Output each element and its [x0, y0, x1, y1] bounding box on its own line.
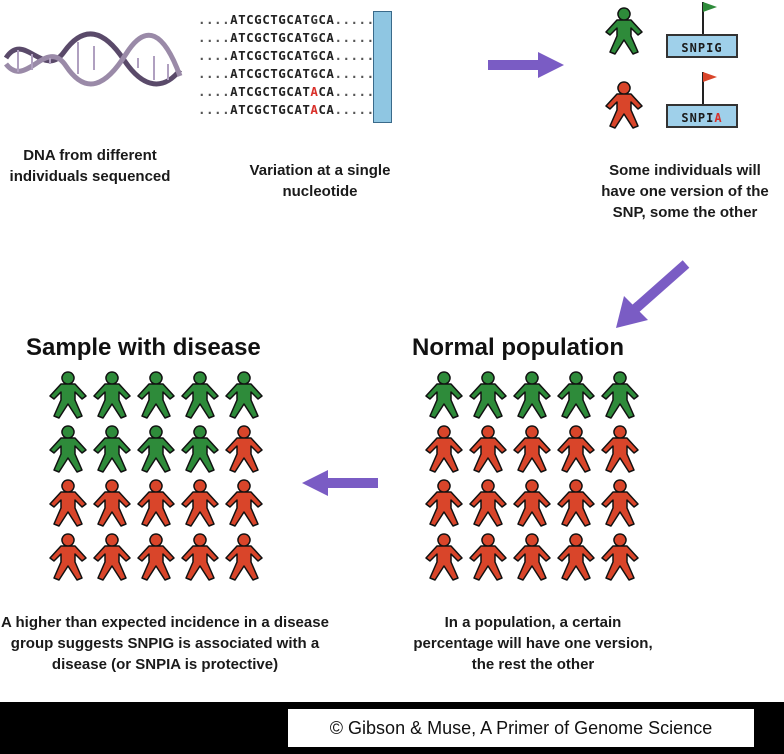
person-icon: [224, 478, 268, 532]
snp-label-a: SNPIA: [666, 104, 738, 128]
snp-base: A: [310, 84, 319, 99]
dna-helix-icon: [4, 31, 183, 87]
person-icon: [180, 532, 224, 586]
copyright-text: © Gibson & Muse, A Primer of Genome Scie…: [288, 709, 754, 747]
sequence-row: ....ATCGCTGCATGCA.....: [198, 30, 375, 46]
person-icon: [224, 424, 268, 478]
seq-prefix: ATCGCTGCAT: [230, 30, 311, 45]
person-icon: [512, 370, 556, 424]
caption-population-explain: In a population, a certain percentage wi…: [413, 614, 653, 673]
seq-prefix: ATCGCTGCAT: [230, 48, 311, 63]
person-icon: [512, 424, 556, 478]
person-icon: [136, 532, 180, 586]
normal-population-grid: [424, 370, 644, 586]
seq-dots: ....: [198, 48, 231, 63]
person-icon: [136, 478, 180, 532]
person-icon: [468, 478, 512, 532]
person-icon: [224, 370, 268, 424]
seq-suffix: CA: [318, 102, 335, 117]
person-icon: [604, 80, 644, 135]
sequence-row: ....ATCGCTGCATGCA.....: [198, 48, 375, 64]
snp-label-g: SNPIG: [666, 34, 738, 58]
seq-suffix: CA: [318, 66, 335, 81]
person-icon: [512, 478, 556, 532]
person-icon: [136, 424, 180, 478]
snp-highlight-column: [373, 11, 392, 123]
caption-dna: DNA from different individuals sequenced: [9, 147, 171, 185]
person-icon: [92, 532, 136, 586]
seq-suffix: CA: [318, 48, 335, 63]
person-icon: [556, 478, 600, 532]
arrow-icon: [488, 52, 564, 78]
seq-dots: ....: [198, 102, 231, 117]
seq-dots: .....: [334, 102, 375, 117]
snp-base: G: [310, 12, 319, 27]
flag-icon: [700, 70, 720, 104]
person-icon: [136, 370, 180, 424]
person-icon: [600, 424, 644, 478]
person-icon: [92, 478, 136, 532]
seq-prefix: ATCGCTGCAT: [230, 12, 311, 27]
person-icon: [180, 424, 224, 478]
snp-base: G: [310, 48, 319, 63]
seq-dots: ....: [198, 30, 231, 45]
sequence-row: ....ATCGCTGCATACA.....: [198, 84, 375, 100]
caption-snp-versions: Some individuals will have one version o…: [601, 162, 769, 221]
arrow-icon: [302, 470, 378, 496]
seq-prefix: ATCGCTGCAT: [230, 84, 311, 99]
seq-dots: .....: [334, 12, 375, 27]
person-icon: [600, 532, 644, 586]
person-icon: [92, 424, 136, 478]
seq-suffix: CA: [318, 30, 335, 45]
person-icon: [424, 532, 468, 586]
seq-dots: .....: [334, 48, 375, 63]
seq-prefix: ATCGCTGCAT: [230, 66, 311, 81]
seq-dots: .....: [334, 66, 375, 81]
seq-suffix: CA: [318, 84, 335, 99]
person-icon: [556, 370, 600, 424]
caption-variation: Variation at a single nucleotide: [249, 162, 391, 200]
heading-disease: Sample with disease: [26, 334, 261, 361]
seq-suffix: CA: [318, 12, 335, 27]
flag-icon: [700, 0, 720, 34]
person-icon: [556, 532, 600, 586]
seq-dots: ....: [198, 12, 231, 27]
person-icon: [600, 370, 644, 424]
seq-prefix: ATCGCTGCAT: [230, 102, 311, 117]
heading-normal: Normal population: [412, 334, 624, 361]
person-icon: [180, 370, 224, 424]
person-icon: [48, 478, 92, 532]
snp-base: A: [310, 102, 319, 117]
person-icon: [468, 532, 512, 586]
sequence-row: ....ATCGCTGCATGCA.....: [198, 66, 375, 82]
seq-dots: ....: [198, 84, 231, 99]
arrow-icon: [616, 260, 690, 328]
person-icon: [512, 532, 556, 586]
caption-disease-explain: A higher than expected incidence in a di…: [1, 614, 329, 673]
sequence-row: ....ATCGCTGCATACA.....: [198, 102, 375, 118]
person-icon: [92, 370, 136, 424]
person-icon: [224, 532, 268, 586]
seq-dots: .....: [334, 30, 375, 45]
snp-base: G: [310, 66, 319, 81]
snp-base: G: [310, 30, 319, 45]
seq-dots: .....: [334, 84, 375, 99]
person-icon: [468, 370, 512, 424]
person-icon: [424, 478, 468, 532]
person-icon: [48, 370, 92, 424]
sequence-row: ....ATCGCTGCATGCA.....: [198, 12, 375, 28]
person-icon: [48, 424, 92, 478]
person-icon: [48, 532, 92, 586]
person-icon: [180, 478, 224, 532]
person-icon: [600, 478, 644, 532]
person-icon: [468, 424, 512, 478]
person-icon: [604, 6, 644, 61]
person-icon: [424, 370, 468, 424]
disease-sample-grid: [48, 370, 268, 586]
person-icon: [556, 424, 600, 478]
seq-dots: ....: [198, 66, 231, 81]
person-icon: [424, 424, 468, 478]
